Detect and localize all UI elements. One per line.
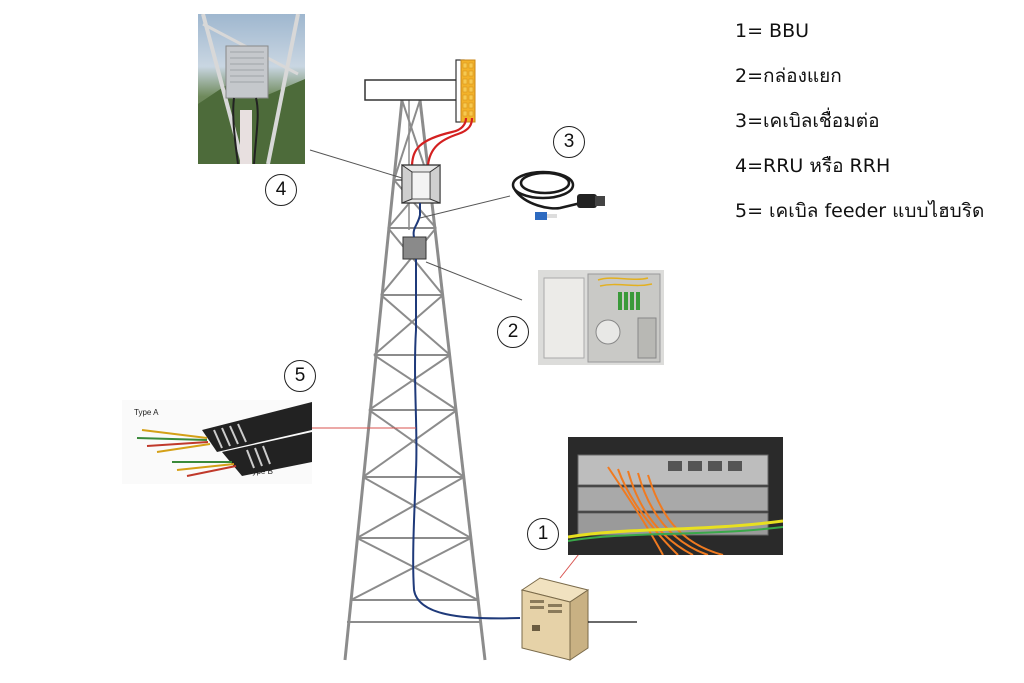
rru-box-icon — [401, 164, 441, 204]
marker-5: 5 — [284, 360, 316, 392]
type-b-label: Type B — [248, 467, 273, 476]
bbu-cabinet-icon — [520, 577, 590, 661]
marker-2: 2 — [497, 316, 529, 348]
marker-1: 1 — [527, 518, 559, 550]
marker-4: 4 — [265, 174, 297, 206]
type-a-label: Type A — [134, 408, 159, 417]
rf-jumper-cables — [410, 117, 474, 166]
legend-item-splitter-box: 2=กล่องแยก — [735, 65, 842, 87]
legend-item-connection-cable: 3=เคเบิลเชื่อมต่อ — [735, 110, 880, 132]
legend-item-bbu: 1= BBU — [735, 20, 810, 42]
hybrid-feeder-cable — [412, 203, 521, 620]
tower-bracing — [347, 99, 482, 623]
legend-item-rru: 4=RRU หรือ RRH — [735, 155, 891, 177]
hybrid-cable-photo: Type A Type B — [122, 400, 312, 484]
connection-cable-photo — [505, 160, 615, 230]
splitter-box-photo — [538, 270, 664, 365]
marker-3: 3 — [553, 126, 585, 158]
antenna-arm — [364, 59, 465, 123]
rru-photo — [198, 14, 305, 164]
splitter-box-icon — [402, 236, 427, 260]
legend: 1= BBU 2=กล่องแยก 3=เคเบิลเชื่อมต่อ 4=RR… — [735, 18, 984, 243]
legend-item-hybrid-feeder: 5= เคเบิล feeder แบบไฮบริด — [735, 200, 985, 222]
antenna-panel-icon — [460, 59, 476, 123]
bbu-rack-photo — [568, 437, 783, 555]
